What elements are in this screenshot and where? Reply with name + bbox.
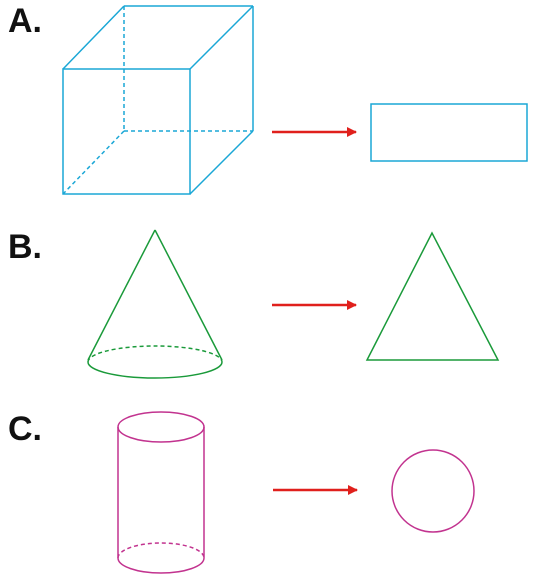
cone-edge: [154, 229, 223, 361]
section-a: A.: [8, 2, 528, 195]
cube-shape: [62, 5, 254, 195]
label-b: B.: [8, 228, 42, 266]
cube-edge: [189, 5, 254, 70]
label-a: A.: [8, 2, 42, 40]
section-b: B.: [8, 228, 500, 379]
cylinder-top: [117, 411, 205, 443]
cylinder-shape: [117, 411, 205, 574]
cube-edge: [189, 130, 254, 195]
cone-base-hidden: [87, 345, 223, 363]
cube-edge: [62, 5, 125, 70]
cone-edge: [87, 229, 156, 361]
cube-hidden-edge: [62, 130, 125, 195]
cylinder-base-hidden: [117, 542, 205, 559]
triangle-view: [365, 231, 500, 361]
cube-front-face: [62, 68, 191, 195]
label-c: C.: [8, 410, 42, 448]
cone-shape: [87, 229, 223, 379]
circle-view: [391, 449, 475, 533]
rectangle-view: [370, 103, 528, 162]
cone-base: [87, 361, 223, 379]
cylinder-base: [117, 557, 205, 574]
section-c: C.: [8, 410, 475, 574]
